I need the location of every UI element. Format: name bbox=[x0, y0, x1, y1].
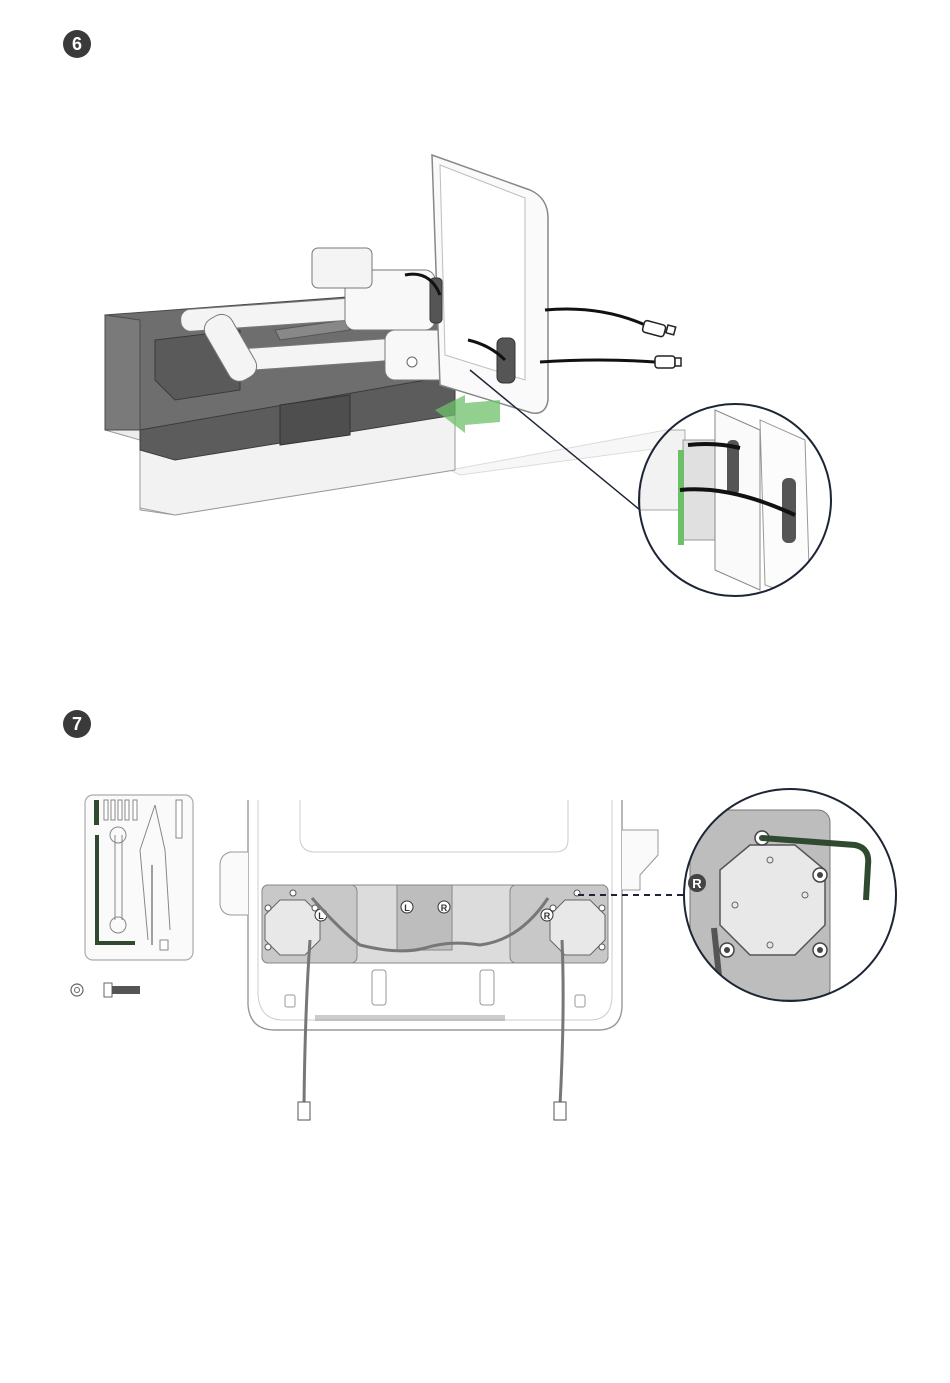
step-6-badge: 6 bbox=[63, 30, 91, 58]
zoom-detail-circle: R bbox=[680, 785, 900, 1005]
center-left-marker-label: L bbox=[404, 903, 410, 913]
center-right-marker-label: R bbox=[441, 903, 448, 913]
step-6-illustration bbox=[0, 130, 950, 610]
step-7-illustration: L R L R bbox=[0, 780, 950, 1140]
center-right-marker: R bbox=[438, 901, 450, 913]
step-7-badge: 7 bbox=[63, 710, 91, 738]
washer-icon bbox=[71, 984, 83, 996]
screw-icon bbox=[104, 983, 140, 997]
right-marker: R bbox=[541, 909, 553, 921]
stand-rails bbox=[180, 248, 470, 386]
zoom-right-label: R bbox=[692, 876, 702, 891]
right-marker-label: R bbox=[544, 911, 551, 921]
cable-plugs bbox=[298, 1102, 566, 1120]
tool-tray bbox=[85, 795, 193, 960]
center-left-marker: L bbox=[401, 901, 413, 913]
vertical-panel bbox=[430, 155, 548, 413]
